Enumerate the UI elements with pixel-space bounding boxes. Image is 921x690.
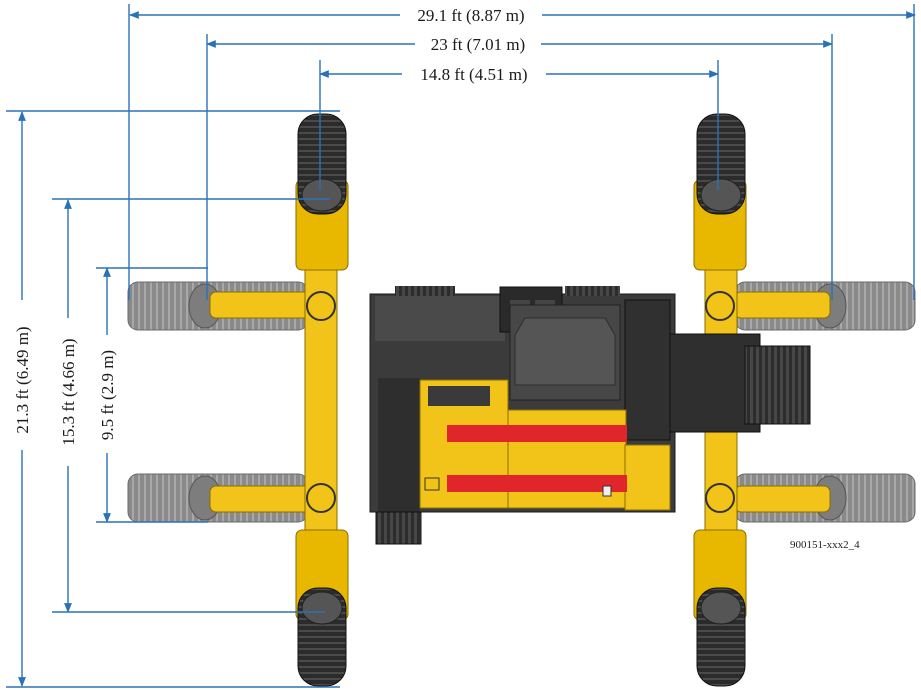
tire-front-right — [696, 113, 746, 215]
width-label-inner: 14.8 ft (4.51 m) — [420, 65, 527, 84]
width-label-outer: 29.1 ft (8.87 m) — [417, 6, 524, 25]
width-labels: 29.1 ft (8.87 m) 23 ft (7.01 m) 14.8 ft … — [400, 4, 546, 85]
length-label-inner: 9.5 ft (2.9 m) — [98, 350, 117, 440]
length-label-middle: 15.3 ft (4.66 m) — [59, 338, 78, 445]
figure-code: 900151-xxx2_4 — [790, 539, 860, 551]
width-label-middle: 23 ft (7.01 m) — [431, 35, 525, 54]
tire-rear-left — [297, 587, 347, 687]
length-labels: 21.3 ft (6.49 m) 15.3 ft (4.66 m) 9.5 ft… — [11, 300, 118, 466]
chassis-body — [369, 286, 676, 513]
machine-illustration — [127, 113, 916, 687]
length-label-outer: 21.3 ft (6.49 m) — [13, 326, 32, 433]
rear-counterweight — [669, 333, 811, 433]
tire-rear-right — [696, 587, 746, 687]
tire-front-left — [297, 113, 347, 215]
bottom-grill — [375, 511, 422, 545]
